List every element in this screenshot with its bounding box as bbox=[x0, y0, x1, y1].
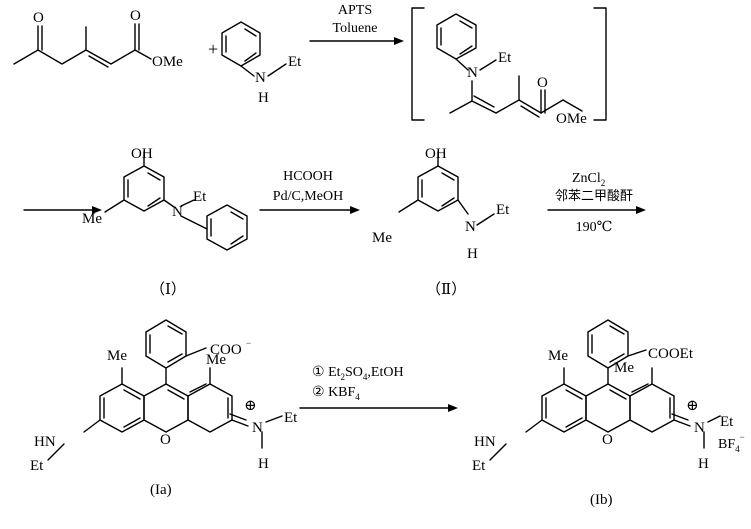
step4-condition-2: ② KBF4 bbox=[312, 385, 360, 402]
compound2-oh-label: OH bbox=[425, 146, 447, 162]
step4-condition-1-so: SO bbox=[345, 365, 363, 380]
step4-condition-1-et: Et bbox=[328, 365, 341, 380]
step4-condition-1-index: ① bbox=[312, 365, 325, 380]
reaction-arrow-4: ① Et2SO4,EtOH ② KBF4 bbox=[299, 365, 458, 412]
compound2-nh-label: H bbox=[467, 246, 478, 262]
compound1a-hn-label: HN bbox=[34, 434, 56, 450]
carbonyl-oxygen-label: O bbox=[33, 10, 44, 26]
intermediate-et-label: Et bbox=[498, 50, 512, 66]
step4-condition-1-etoh: ,EtOH bbox=[367, 365, 403, 380]
reaction-arrow-2: HCOOH Pd/C,MeOH bbox=[259, 169, 360, 214]
compound1a-label: (Ia) bbox=[150, 482, 172, 498]
intermediate-ome-label: OMe bbox=[556, 111, 587, 127]
step3-condition-anhydride: 邻苯二甲酸酐 bbox=[555, 189, 633, 204]
counterion-charge: − bbox=[740, 432, 745, 442]
compound1b-hn-label: HN bbox=[474, 434, 496, 450]
step4-condition-2-index: ② bbox=[312, 385, 325, 400]
compound2-me-label: Me bbox=[372, 230, 392, 246]
compound1a-nh-label: H bbox=[258, 456, 269, 472]
compound1a-ring-o: O bbox=[160, 432, 171, 448]
enone-ester-reactant: O O OMe bbox=[13, 8, 183, 70]
et-label: Et bbox=[288, 54, 302, 70]
n-label: N bbox=[255, 70, 266, 86]
compound1a-et-left: Et bbox=[30, 458, 44, 474]
step4-condition-2-sub4: 4 bbox=[355, 392, 360, 402]
compound1-n-label: N bbox=[172, 204, 183, 220]
compound1-label: （Ⅰ） bbox=[150, 281, 186, 298]
compound1a-coo: COO bbox=[210, 342, 242, 358]
compound-2: OH Me N Et H （Ⅱ） bbox=[372, 146, 510, 298]
compound1b-ring-o: O bbox=[602, 432, 613, 448]
reaction-arrow-3: ZnCl2 邻苯二甲酸酐 190℃ bbox=[547, 171, 646, 235]
lead-in-arrow bbox=[23, 206, 102, 214]
compound1-me-label: Me bbox=[82, 211, 102, 227]
step4-condition-2-kbf: KBF bbox=[328, 385, 355, 400]
ester-oxygen-label: O bbox=[130, 8, 141, 24]
compound1a-coo-charge: − bbox=[246, 338, 251, 348]
enamine-intermediate: N Et O OMe bbox=[411, 7, 607, 127]
compound2-label: （Ⅱ） bbox=[426, 281, 466, 298]
compound1b-me-right: Me bbox=[614, 360, 634, 376]
counterion-bf: BF bbox=[718, 437, 735, 452]
compound1b-label: (Ib) bbox=[590, 492, 613, 508]
compound1a-n-label: N bbox=[252, 420, 263, 436]
step4-condition-1-sub4: 4 bbox=[363, 372, 368, 382]
compound1-oh-label: OH bbox=[131, 146, 153, 162]
svg-text:ZnCl2: ZnCl2 bbox=[572, 171, 605, 188]
step3-condition-temperature: 190℃ bbox=[576, 220, 613, 235]
ome-label: OMe bbox=[152, 54, 183, 70]
intermediate-o-label: O bbox=[537, 75, 548, 91]
step4-condition-1-sub2: 2 bbox=[341, 372, 346, 382]
step1-condition-top: APTS bbox=[338, 3, 372, 18]
compound1b-n-charge: ⊕ bbox=[686, 398, 699, 414]
compound1b-et-right: Et bbox=[720, 414, 734, 430]
compound1a-et-right: Et bbox=[284, 410, 298, 426]
compound-1: OH Me N Et （Ⅰ） bbox=[82, 146, 248, 298]
compound1a-me-left: Me bbox=[107, 348, 127, 364]
compound1b-nh-label: H bbox=[698, 456, 709, 472]
nh-label: H bbox=[258, 90, 269, 106]
counterion-sub4: 4 bbox=[735, 444, 740, 454]
compound1b-n-label: N bbox=[694, 420, 705, 436]
compound2-et-label: Et bbox=[496, 202, 510, 218]
compound-1a: Me Me O HN Et COO − N ⊕ Et H (Ia) bbox=[30, 319, 298, 498]
step4-condition-1: ① Et2SO4,EtOH bbox=[312, 365, 404, 382]
compound-1b: Me Me O HN Et COOEt N ⊕ Et H BF4− (Ib) bbox=[472, 319, 745, 508]
compound1a-n-charge: ⊕ bbox=[244, 398, 257, 414]
plus-sign: + bbox=[208, 39, 218, 59]
n-ethylaniline-reactant: N H Et bbox=[221, 21, 302, 106]
compound1b-et-left: Et bbox=[472, 458, 486, 474]
step3-condition-zncl: ZnCl bbox=[572, 171, 601, 186]
step2-condition-bottom: Pd/C,MeOH bbox=[273, 189, 343, 204]
compound1b-counterion: BF4− bbox=[718, 432, 745, 454]
reaction-arrow-1: APTS Toluene bbox=[309, 3, 404, 45]
compound1a-me-right: Me bbox=[206, 352, 226, 368]
step2-condition-top: HCOOH bbox=[283, 169, 333, 184]
step3-condition-zncl-subscript: 2 bbox=[601, 178, 606, 188]
compound1b-cooet: COOEt bbox=[648, 346, 694, 362]
compound1-et-label: Et bbox=[193, 189, 207, 205]
intermediate-n-label: N bbox=[467, 65, 478, 81]
compound1b-me-left: Me bbox=[548, 348, 568, 364]
compound2-n-label: N bbox=[465, 219, 476, 235]
step1-condition-bottom: Toluene bbox=[333, 21, 378, 36]
